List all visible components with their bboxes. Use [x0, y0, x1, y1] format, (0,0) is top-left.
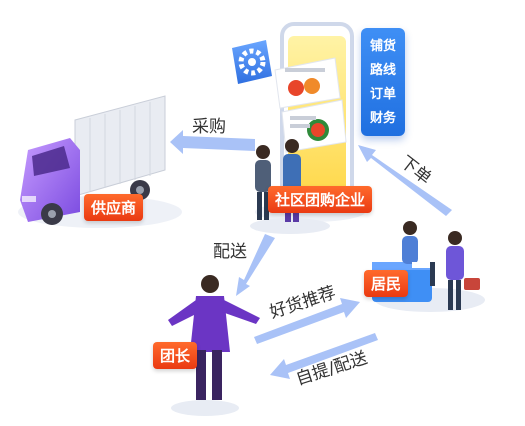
flow-purchase-label: 采购: [192, 117, 226, 137]
enterprise-tag: 社区团购企业: [268, 186, 373, 213]
arrow-recommend: [254, 298, 360, 344]
product-card-2: [281, 99, 347, 153]
panel-line-4: 财务: [369, 111, 396, 126]
panel-line-3: 订单: [369, 87, 396, 102]
arrow-order: [358, 145, 452, 216]
leader-tag: 团长: [153, 342, 198, 369]
panel-line-2: 路线: [369, 63, 396, 78]
arrow-purchase: [170, 130, 255, 154]
arrow-pickup: [270, 333, 378, 379]
panel-line-1: 铺货: [369, 39, 396, 54]
arrow-deliver: [236, 234, 275, 296]
enterprise-function-panel: 铺货 路线 订单 财务: [361, 28, 405, 136]
residents-tag: 居民: [364, 270, 409, 297]
leader-illustration: [168, 275, 260, 416]
flow-deliver-label: 配送: [213, 242, 247, 262]
gear-icon: [232, 40, 272, 84]
supplier-tag: 供应商: [84, 194, 144, 221]
product-card-1: [274, 57, 341, 109]
residents-illustration: [372, 221, 485, 312]
phone-illustration: [255, 22, 365, 222]
